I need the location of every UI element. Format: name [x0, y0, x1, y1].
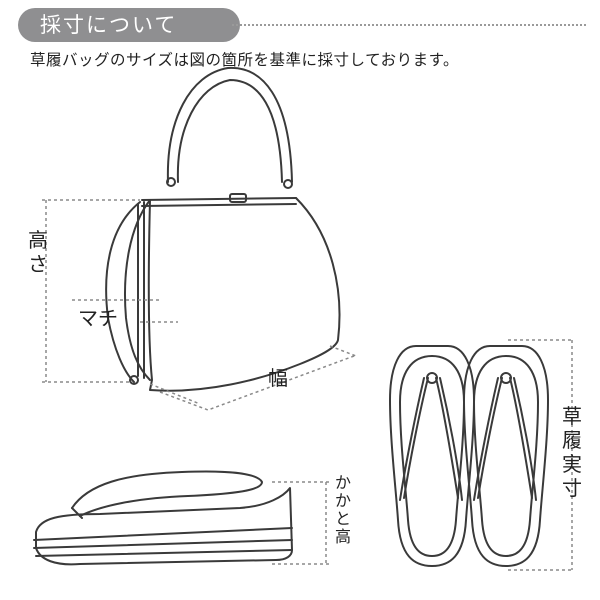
- zori-right-thong: [477, 377, 533, 499]
- zori-left-illustration: [389, 345, 475, 567]
- header-pill: [18, 8, 240, 42]
- zori-right-sole: [463, 345, 549, 567]
- bag-handle-inner: [176, 79, 283, 183]
- bag-front-panel: [147, 197, 341, 392]
- clog-sole: [35, 487, 293, 566]
- header-dotted-rule: [232, 24, 586, 26]
- clog-illustration: [33, 470, 293, 566]
- zori-right-illustration: [463, 345, 549, 567]
- handbag-illustration: [105, 66, 341, 392]
- sole-length-label: 草履実寸: [560, 404, 584, 500]
- width-guide: [159, 355, 355, 411]
- heel-height-label-text: かかと高: [334, 473, 351, 546]
- clog-strap: [71, 470, 263, 517]
- bag-handle: [166, 66, 293, 183]
- bag-frame: [141, 197, 297, 201]
- gusset-guide: [72, 299, 178, 323]
- height-label-text: 高さ: [28, 228, 48, 276]
- height-label: 高さ: [26, 228, 50, 276]
- width-label: 幅: [268, 366, 288, 390]
- sole-length-label-text: 草履実寸: [562, 404, 582, 500]
- heel-height-label: かかと高: [334, 474, 352, 546]
- gusset-label: マチ: [78, 306, 118, 330]
- zori-left-thong: [403, 377, 459, 499]
- header-title: 採寸について: [40, 13, 178, 37]
- subtitle: 草履バッグのサイズは図の箇所を基準に採寸しております。: [30, 51, 460, 69]
- bag-gusset-outer: [105, 201, 141, 383]
- bag-clasp: [229, 193, 247, 203]
